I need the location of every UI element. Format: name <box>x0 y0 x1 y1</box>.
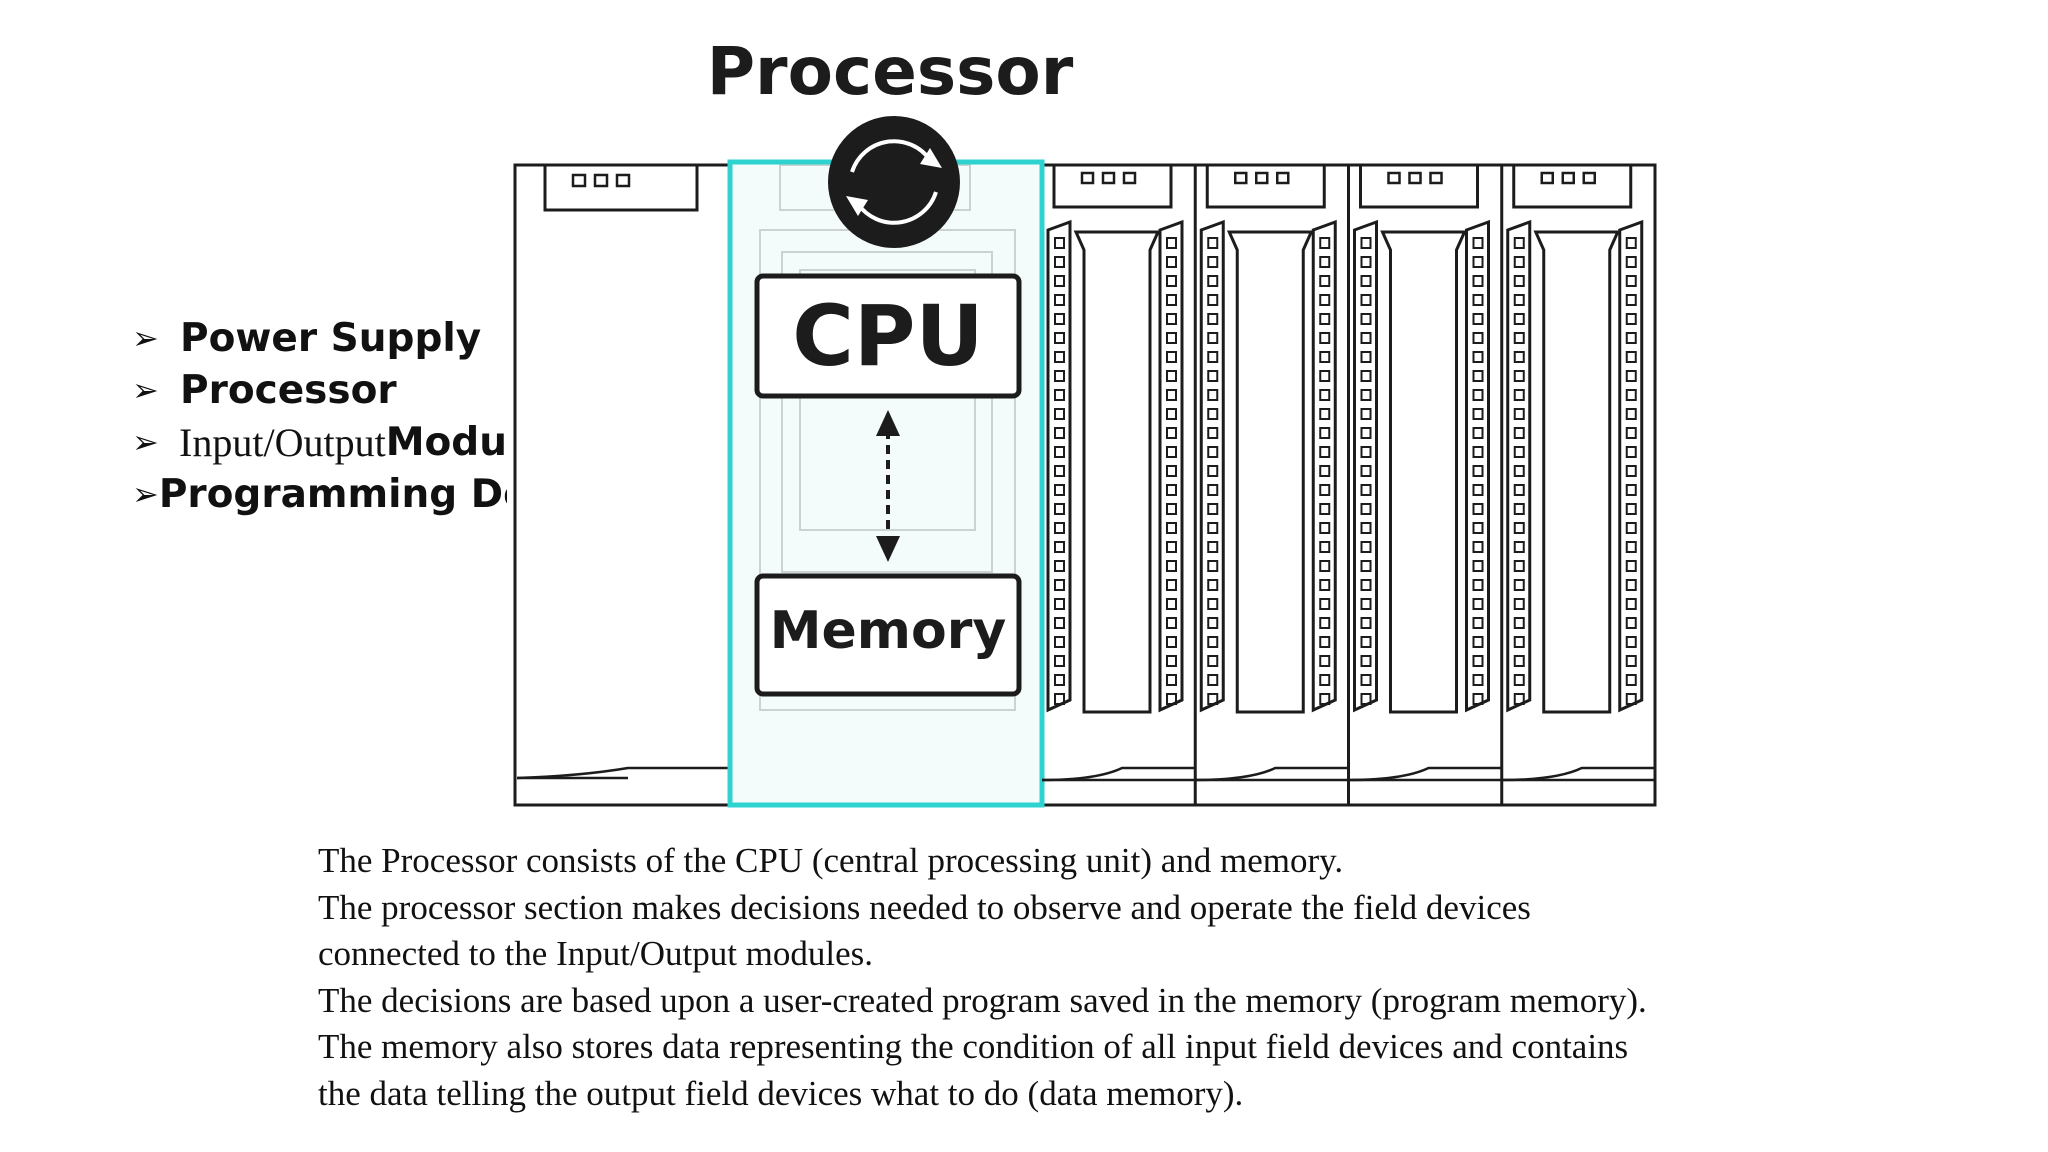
bullet-power-supply: ➢ Power Supply <box>132 312 507 364</box>
description-line: connected to the Input/Output modules. <box>318 934 874 973</box>
description-text: The Processor consists of the CPU (centr… <box>318 838 1918 1117</box>
arrow-bullet-icon: ➢ <box>132 319 159 357</box>
bullet-label: Processor <box>180 367 397 413</box>
io-module <box>1347 163 1502 805</box>
description-line: the data telling the output field device… <box>318 1073 1244 1113</box>
cpu-label: CPU <box>792 287 983 385</box>
cpu-box <box>754 273 1022 399</box>
memory-box <box>754 573 1022 697</box>
processor-title: Processor <box>707 33 1074 110</box>
cpu-memory-arrow <box>876 410 900 562</box>
bullet-label: Modu <box>385 419 507 465</box>
bullet-input-output: ➢ Input/Output Modu <box>132 416 507 468</box>
io-module <box>1500 163 1655 805</box>
description-line: The Processor consists of the CPU (centr… <box>318 841 1344 880</box>
memory-label: Memory <box>770 601 1006 661</box>
bullet-programming: ➢ Programming De <box>132 468 507 520</box>
power-supply-module <box>516 163 730 780</box>
description-line: The decisions are based upon a user-crea… <box>318 980 1647 1020</box>
bullet-label: Programming De <box>158 471 507 517</box>
arrow-bullet-icon: ➢ <box>132 423 159 461</box>
arrow-bullet-icon: ➢ <box>132 371 159 409</box>
bullet-list: ➢ Power Supply ➢ Processor ➢ Input/Outpu… <box>132 312 507 520</box>
processor-module: CPU Memory <box>727 116 1045 808</box>
arrow-bullet-icon: ➢ <box>132 475 159 513</box>
io-module <box>1041 163 1196 782</box>
bullet-label-serif: Input/Output <box>179 419 386 465</box>
bullet-label: Power Supply <box>180 315 482 361</box>
io-modules <box>1041 163 1655 805</box>
description-line: The memory also stores data representing… <box>318 1027 1629 1066</box>
cycle-icon <box>828 116 960 248</box>
bullet-processor: ➢ Processor <box>132 364 507 416</box>
io-module <box>1193 163 1349 805</box>
cycle-arrows-icon <box>846 139 942 225</box>
plc-rack-diagram: Processor CPU <box>513 33 1657 808</box>
description-line: The processor section makes decisions ne… <box>318 887 1531 927</box>
